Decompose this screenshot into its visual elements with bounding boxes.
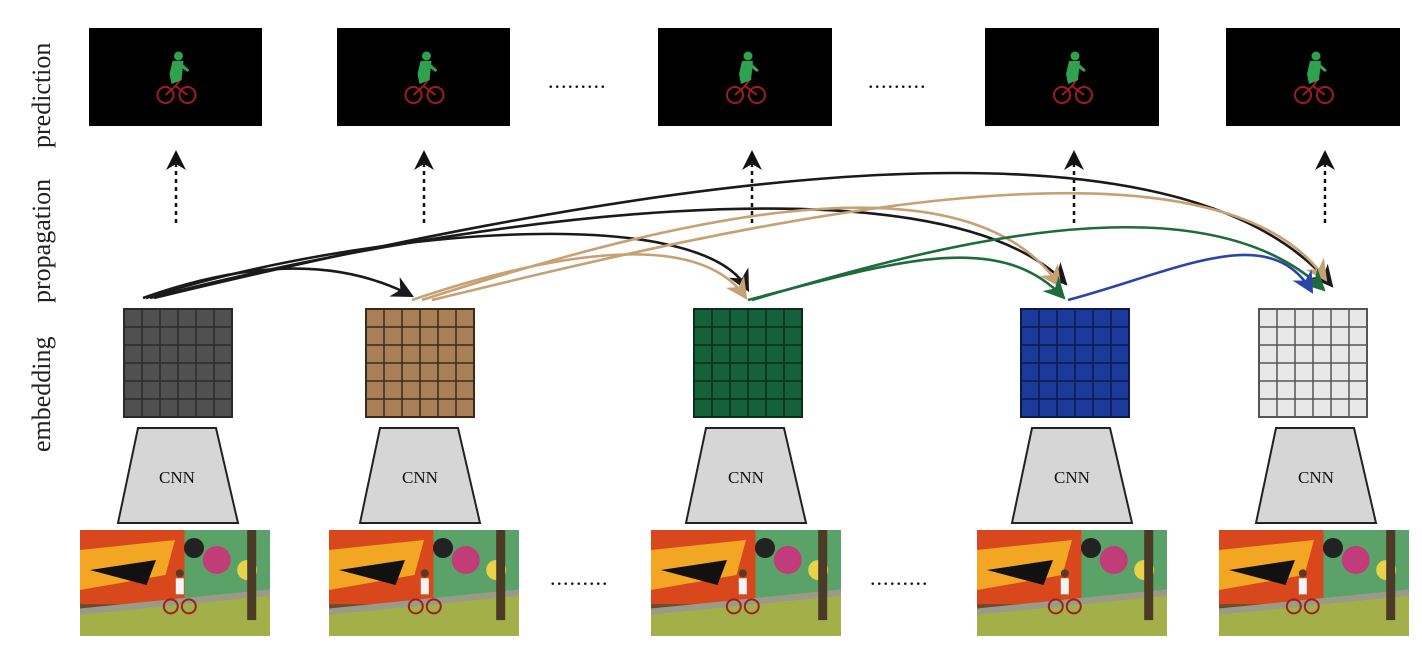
input-frame-5 — [1219, 530, 1409, 636]
rider-mask-4 — [1066, 51, 1086, 84]
prediction-arrows — [166, 150, 1335, 223]
cnn-block-2: CNN — [358, 427, 482, 524]
ellipsis-frames-1: ......... — [550, 565, 609, 590]
prop-arrow-4-to-5 — [1067, 253, 1314, 302]
prop-arrow-2-to-4 — [421, 206, 1062, 302]
row-labels: prediction propagation embedding — [27, 43, 56, 452]
cnn-label-2: CNN — [402, 468, 438, 487]
cnn-block-1: CNN — [116, 427, 240, 524]
propagation-arrows — [142, 171, 1334, 302]
embedding-row — [123, 308, 1368, 418]
prop-arrow-1-to-3 — [145, 232, 750, 300]
ellipsis-pred-2: ......... — [868, 68, 927, 93]
cnn-block-3: CNN — [684, 427, 808, 524]
label-propagation: propagation — [27, 179, 56, 303]
prediction-mask-2 — [337, 28, 510, 126]
bike-mask-3 — [726, 77, 766, 104]
cnn-label-4: CNN — [1054, 468, 1090, 487]
embedding-grid-2 — [365, 308, 475, 418]
prediction-mask-1 — [89, 28, 262, 126]
rider-mask-5 — [1307, 51, 1327, 84]
label-embedding: embedding — [27, 336, 56, 452]
cnn-label-5: CNN — [1298, 468, 1334, 487]
input-frame-2 — [329, 530, 519, 636]
bike-mask-1 — [156, 77, 197, 104]
ellipses: ......... ......... ......... ......... — [548, 68, 929, 590]
label-prediction: prediction — [27, 43, 56, 148]
input-frames-row — [80, 530, 1409, 636]
prop-arrow-1-to-2 — [142, 267, 414, 300]
embedding-grid-5 — [1258, 308, 1368, 418]
bike-mask-4 — [1053, 77, 1093, 104]
cnn-label-1: CNN — [159, 468, 195, 487]
prop-arrow-2-to-3 — [411, 253, 748, 302]
prop-arrow-3-to-4 — [747, 256, 1066, 302]
embedding-grid-3 — [693, 308, 803, 418]
embedding-grid-1 — [123, 308, 233, 418]
prop-arrow-1-to-5 — [153, 171, 1334, 300]
prediction-mask-5 — [1226, 28, 1400, 126]
embedding-grid-4 — [1020, 308, 1130, 418]
cnn-block-5: CNN — [1254, 427, 1378, 524]
input-frame-1 — [80, 530, 270, 636]
cnn-block-4: CNN — [1010, 427, 1134, 524]
input-frame-3 — [651, 530, 841, 636]
rider-mask-1 — [169, 51, 190, 84]
prop-arrow-3-to-5 — [751, 225, 1326, 302]
prediction-mask-4 — [985, 28, 1159, 126]
cnn-label-3: CNN — [728, 468, 764, 487]
prediction-mask-3 — [658, 28, 832, 126]
prop-arrow-2-to-5 — [431, 191, 1328, 302]
prediction-row — [89, 28, 1400, 126]
rider-mask-2 — [417, 51, 438, 84]
ellipsis-frames-2: ......... — [870, 565, 929, 590]
rider-mask-3 — [739, 51, 759, 84]
cnn-row: CNN CNN CNN CNN CNN — [116, 427, 1378, 524]
input-frame-4 — [977, 530, 1167, 636]
ellipsis-pred-1: ......... — [548, 68, 607, 93]
